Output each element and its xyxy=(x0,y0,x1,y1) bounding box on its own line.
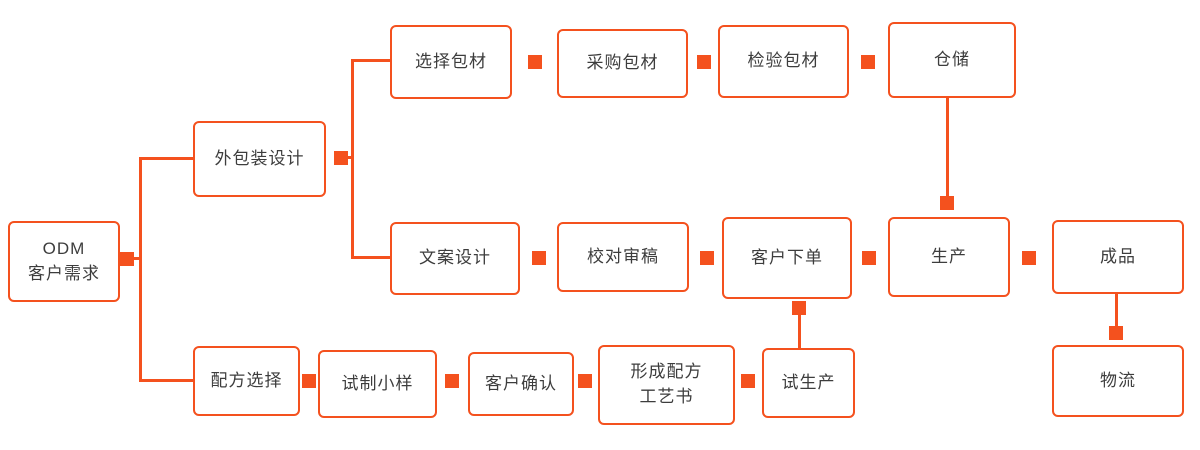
node-proofreading: 校对审稿 xyxy=(557,222,689,292)
node-purchase-material: 采购包材 xyxy=(557,29,688,98)
connector-square xyxy=(445,374,459,388)
connector-line xyxy=(139,379,193,382)
connector-square xyxy=(120,252,134,266)
connector-line xyxy=(351,256,390,259)
arrow-square xyxy=(792,301,806,315)
connector-square xyxy=(1022,251,1036,265)
arrow-square xyxy=(940,196,954,210)
connector-line xyxy=(346,156,354,159)
node-odm-customer-needs: ODM 客户需求 xyxy=(8,221,120,302)
node-production: 生产 xyxy=(888,217,1010,297)
node-copy-design: 文案设计 xyxy=(390,222,520,295)
connector-square xyxy=(334,151,348,165)
node-customer-confirm: 客户确认 xyxy=(468,352,574,416)
connector-square xyxy=(697,55,711,69)
connector-square xyxy=(532,251,546,265)
connector-square xyxy=(700,251,714,265)
node-select-material: 选择包材 xyxy=(390,25,512,99)
arrow-square xyxy=(1109,326,1123,340)
node-trial-production: 试生产 xyxy=(762,348,855,418)
connector-square xyxy=(302,374,316,388)
node-logistics: 物流 xyxy=(1052,345,1184,417)
connector-square xyxy=(861,55,875,69)
node-formula-doc: 形成配方 工艺书 xyxy=(598,345,735,425)
connector-square xyxy=(741,374,755,388)
connector-line xyxy=(351,59,390,62)
connector-square xyxy=(528,55,542,69)
branch-line-vertical xyxy=(139,157,142,382)
node-customer-order: 客户下单 xyxy=(722,217,852,299)
node-trial-sample: 试制小样 xyxy=(318,350,437,418)
branch-line-vertical xyxy=(351,59,354,259)
node-formula-selection: 配方选择 xyxy=(193,346,300,416)
connector-line xyxy=(1115,294,1118,330)
connector-square xyxy=(578,374,592,388)
node-packaging-design: 外包装设计 xyxy=(193,121,326,197)
connector-line xyxy=(132,257,142,260)
node-warehousing: 仓储 xyxy=(888,22,1016,98)
connector-square xyxy=(862,251,876,265)
node-inspect-material: 检验包材 xyxy=(718,25,849,98)
connector-line xyxy=(946,98,949,198)
connector-line xyxy=(798,313,801,348)
connector-line xyxy=(139,157,193,160)
node-finished-product: 成品 xyxy=(1052,220,1184,294)
